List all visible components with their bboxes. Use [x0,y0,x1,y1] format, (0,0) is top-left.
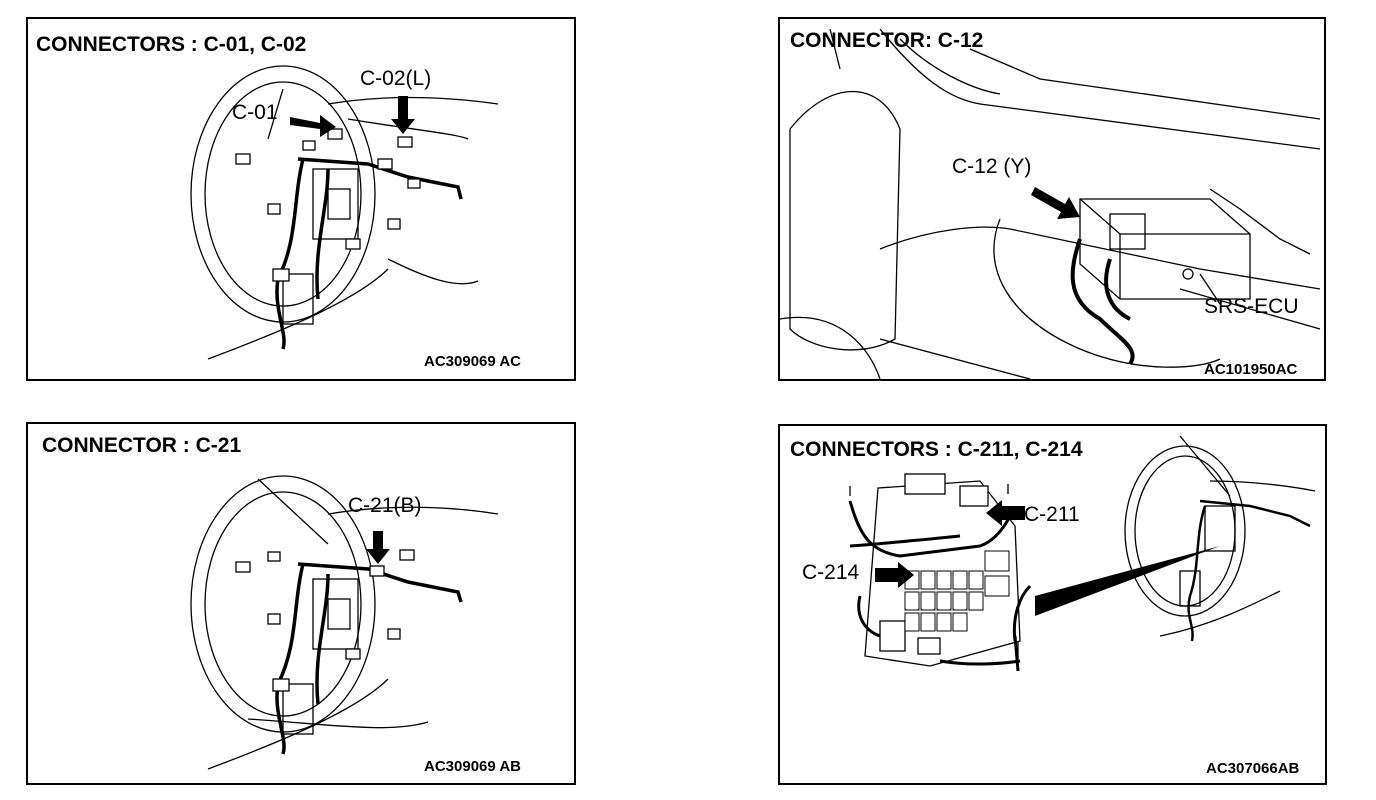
callout-c01: C-01 [232,101,278,124]
arrow-c02 [391,96,415,134]
panel-connectors-c211-c214: CONNECTORS : C-211, C-214 C-211 C-214 AC… [778,424,1327,785]
arrow-c211 [986,500,1025,526]
panel-title: CONNECTOR: C-12 [790,29,984,52]
panel-connector-c12: CONNECTOR: C-12 C-12 (Y) SRS-ECU AC10195… [778,17,1326,381]
callout-srs-ecu: SRS-ECU [1204,295,1299,318]
arrow-c12 [1031,187,1080,219]
figure-code: AC307066AB [1206,760,1300,777]
callout-c02: C-02(L) [360,67,432,90]
callout-c21: C-21(B) [348,494,422,517]
srs-ecu-drawing [780,28,1321,379]
figure-code: AC309069 AC [424,353,521,370]
figure-code: AC309069 AB [424,758,521,775]
figure-code: AC101950AC [1204,361,1298,378]
panel-title: CONNECTOR : C-21 [42,434,242,457]
junction-block-drawing [848,435,1316,672]
arrow-c214 [875,562,914,588]
panel-title: CONNECTORS : C-211, C-214 [790,438,1083,461]
callout-c211: C-211 [1024,503,1080,526]
arrow-c21 [366,531,390,564]
panel-connector-c21: CONNECTOR : C-21 C-21(B) AC309069 AB [26,422,576,785]
callout-c214: C-214 [802,561,860,584]
arrow-c01 [290,115,336,137]
panel-title: CONNECTORS : C-01, C-02 [36,33,307,56]
dashboard-harness-drawing [190,475,499,770]
panel-connectors-c01-c02: CONNECTORS : C-01, C-02 C-01 C-02(L) AC3… [26,17,576,381]
location-pointer [1035,546,1220,616]
callout-c12: C-12 (Y) [952,155,1032,178]
dashboard-harness-drawing [190,65,499,360]
